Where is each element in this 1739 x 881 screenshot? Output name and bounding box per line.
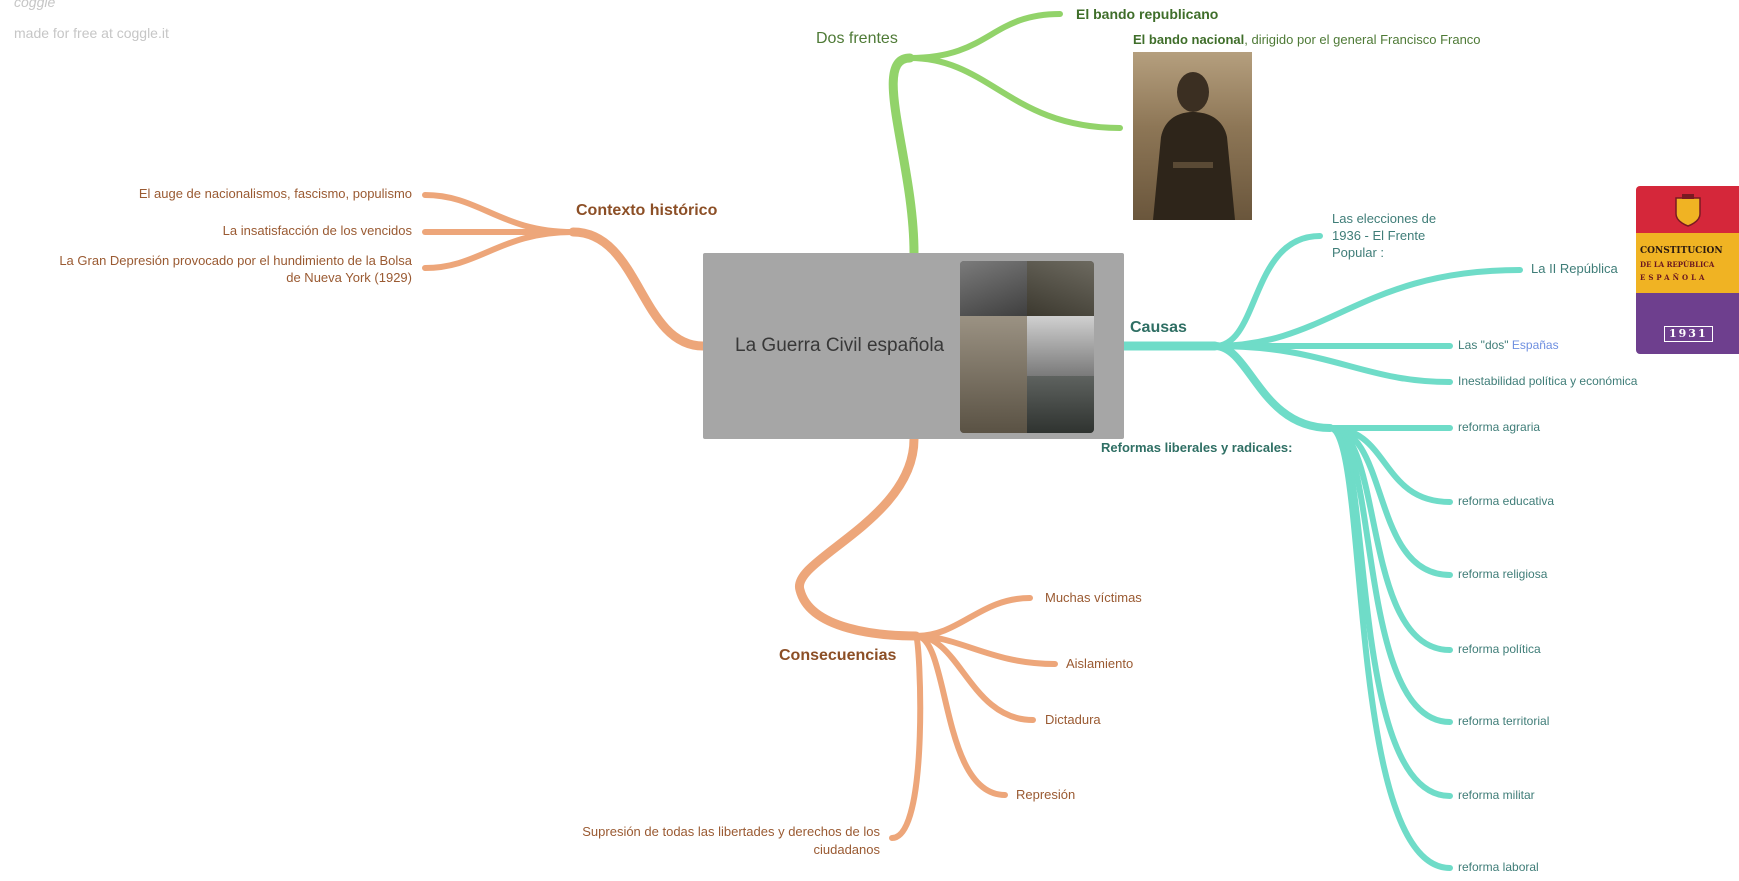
constitucion-year: 1931: [1664, 326, 1713, 342]
node-bando-nacional[interactable]: El bando nacional, dirigido por el gener…: [1133, 32, 1481, 48]
constitucion-line1: CONSTITUCION: [1640, 246, 1723, 256]
bando-nacional-bold: El bando nacional: [1133, 32, 1245, 47]
branch-ref-3: [1327, 425, 1453, 578]
causa-dos-espanas[interactable]: Las "dos" Españas: [1458, 338, 1559, 353]
branch-ref-4: [1327, 425, 1453, 653]
causa-elecciones-3: Popular :: [1332, 245, 1385, 260]
franco-silhouette: [1153, 72, 1235, 220]
branch-consecuencias: [795, 434, 921, 641]
coggle-logo[interactable]: coggle: [14, 0, 56, 10]
node-contexto-historico[interactable]: Contexto histórico: [576, 202, 718, 219]
node-consecuencias[interactable]: Consecuencias: [779, 647, 897, 664]
cons-item-supresion[interactable]: Supresión de todas las libertades y dere…: [582, 824, 880, 839]
reforma-agraria[interactable]: reforma agraria: [1458, 420, 1541, 434]
branch-republica: [1212, 267, 1523, 349]
node-dos-frentes[interactable]: Dos frentes: [816, 30, 898, 47]
constitucion-line3: ESPAÑOLA: [1640, 273, 1708, 282]
node-causas[interactable]: Causas: [1130, 319, 1187, 336]
branch-republicano: [907, 11, 1063, 61]
node-bando-republicano[interactable]: El bando republicano: [1076, 6, 1219, 22]
node-reformas[interactable]: Reformas liberales y radicales:: [1101, 440, 1293, 455]
cons-item-aislamiento[interactable]: Aislamiento: [1066, 656, 1134, 671]
central-node-title: La Guerra Civil española: [735, 335, 945, 356]
ctx-item-insatisfaccion[interactable]: La insatisfacción de los vencidos: [222, 223, 412, 238]
causa-elecciones-1[interactable]: Las elecciones de: [1332, 211, 1437, 226]
reforma-militar[interactable]: reforma militar: [1458, 788, 1535, 802]
ctx-item-nacionalismos[interactable]: El auge de nacionalismos, fascismo, popu…: [138, 186, 412, 201]
branch-reformas: [1211, 342, 1334, 432]
causa-ii-republica[interactable]: La II República: [1531, 261, 1618, 276]
bando-nacional-rest: , dirigido por el general Francisco Fran…: [1244, 32, 1481, 47]
central-photo-collage: [960, 261, 1094, 433]
reforma-laboral[interactable]: reforma laboral: [1458, 860, 1539, 874]
branch-cons-3: [913, 633, 1036, 723]
ctx-item-gran-depresion[interactable]: La Gran Depresión provocado por el hundi…: [59, 253, 412, 268]
franco-photo: [1133, 52, 1252, 220]
ctx-item-gran-depresion-2: de Nueva York (1929): [286, 270, 412, 285]
central-node[interactable]: La Guerra Civil española: [703, 253, 1124, 439]
branch-cons-5: [889, 633, 924, 841]
cons-item-represion[interactable]: Represión: [1016, 787, 1076, 802]
reforma-religiosa[interactable]: reforma religiosa: [1458, 567, 1548, 581]
cons-item-victimas[interactable]: Muchas víctimas: [1045, 590, 1142, 605]
branch-cons-4: [913, 633, 1008, 798]
branch-ctx-1: [422, 192, 576, 235]
branch-nacional: [907, 55, 1123, 131]
constitucion-1931-image: CONSTITUCION DE LA REPÚBLICA ESPAÑOLA 19…: [1636, 186, 1739, 354]
branch-ref-7: [1327, 425, 1453, 871]
dos-espanas-link[interactable]: Españas: [1511, 338, 1559, 352]
coat-of-arms-icon: [1675, 194, 1701, 227]
branch-dos-frentes: [888, 53, 919, 258]
branch-inestabilidad: [1212, 343, 1453, 385]
branch-elecciones: [1212, 233, 1323, 349]
causa-elecciones-2: 1936 - El Frente: [1332, 228, 1426, 243]
branch-contexto: [568, 227, 708, 351]
dos-espanas-text: Las "dos": [1458, 338, 1512, 352]
coggle-tagline[interactable]: made for free at coggle.it: [14, 25, 169, 41]
reforma-politica[interactable]: reforma política: [1458, 642, 1541, 656]
reforma-territorial[interactable]: reforma territorial: [1458, 714, 1550, 728]
reforma-educativa[interactable]: reforma educativa: [1458, 494, 1555, 508]
branch-ctx-3: [422, 229, 576, 271]
causa-inestabilidad[interactable]: Inestabilidad política y económica: [1458, 374, 1638, 388]
branch-cons-1: [913, 595, 1033, 639]
constitucion-line2: DE LA REPÚBLICA: [1640, 260, 1715, 269]
cons-item-supresion-2: ciudadanos: [813, 842, 881, 857]
cons-item-dictadura[interactable]: Dictadura: [1045, 712, 1101, 727]
